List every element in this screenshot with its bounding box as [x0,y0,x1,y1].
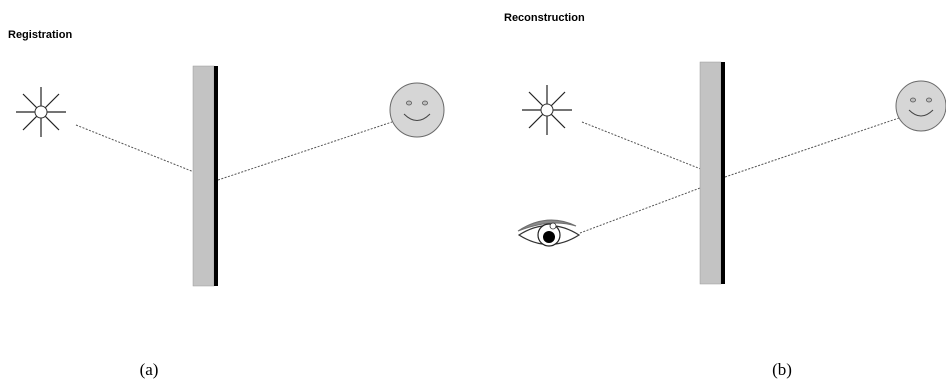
panel-registration: Registration (a) [8,29,445,379]
sun-icon [16,87,66,137]
smiley-face-icon [895,80,946,132]
smiley-face-icon [389,82,445,138]
caption-a: (a) [140,360,159,379]
hologram-plate-b [699,61,725,285]
caption-b: (b) [772,360,792,379]
object-ray-a [217,121,393,181]
hologram-plate-a [192,65,218,287]
panel-reconstruction: Reconstruction [504,12,946,379]
eye-icon [517,219,581,247]
reference-ray-b [581,121,722,178]
sun-icon [522,85,572,135]
panel-title-reconstruction: Reconstruction [504,12,585,24]
virtual-object-ray-b [724,117,900,178]
panel-title-registration: Registration [8,29,72,41]
reference-ray-a [75,124,215,181]
reconstructed-ray-b [579,187,701,234]
